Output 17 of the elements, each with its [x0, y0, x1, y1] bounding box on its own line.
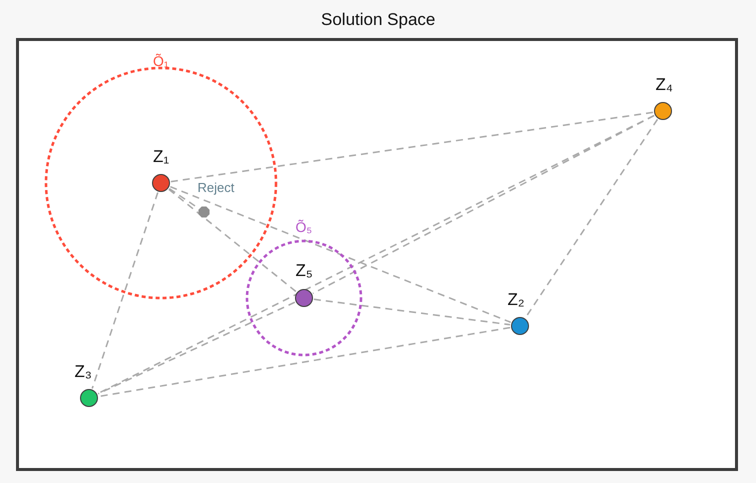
connector-line — [98, 302, 296, 394]
connector-line — [98, 114, 654, 394]
connector-line — [314, 298, 510, 326]
region-label: Õ₅ — [296, 219, 312, 236]
point-label: Z₄ — [656, 75, 673, 95]
connector-line — [170, 186, 511, 323]
point-label: Z₂ — [508, 290, 524, 310]
chart-title: Solution Space — [321, 10, 436, 30]
connector-line — [170, 112, 654, 182]
point-label: Z₁ — [153, 147, 170, 167]
connector-line — [168, 188, 297, 292]
region-label: Õ₁ — [153, 53, 169, 70]
point-label: Z₃ — [74, 362, 92, 382]
connector-line — [98, 326, 510, 398]
point-label: Reject — [198, 180, 234, 196]
point-label: Z₅ — [296, 261, 313, 281]
connector-line — [91, 192, 159, 389]
